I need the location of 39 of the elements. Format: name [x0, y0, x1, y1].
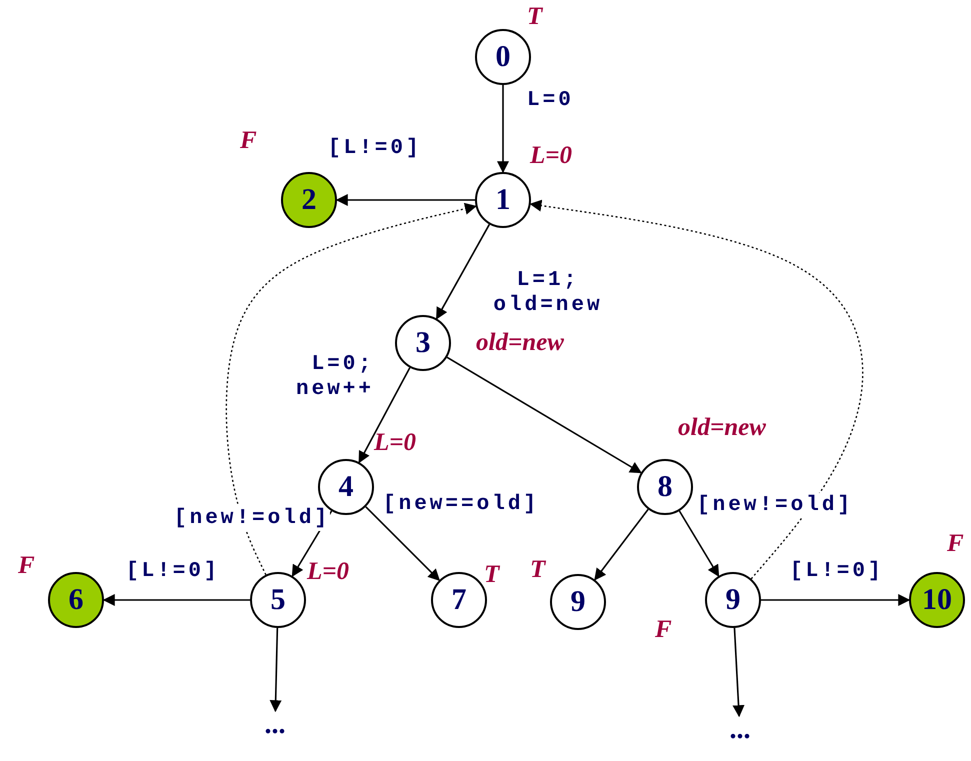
state-annotation: L=0	[530, 143, 572, 168]
state-circle: 2	[281, 172, 337, 228]
state-circle: 0	[475, 29, 531, 85]
state-circle: 9	[705, 572, 761, 628]
arrow	[270, 628, 282, 712]
state-annotation: L=0	[307, 559, 350, 584]
state-annotation: F	[947, 531, 964, 556]
state-circle: 3	[395, 315, 451, 371]
state-annotation: F	[240, 128, 257, 153]
state-circle: 1	[475, 172, 531, 228]
dotted-arrow	[226, 202, 477, 576]
arrow	[497, 85, 509, 174]
arrow	[436, 224, 490, 320]
state-annotation: F	[18, 553, 35, 578]
arrow	[446, 356, 642, 474]
state-annotation: F	[655, 617, 672, 642]
state-circle: 5	[250, 572, 306, 628]
state-annotation: old=new	[678, 415, 766, 440]
state-annotation: T	[530, 557, 546, 582]
arrow	[365, 506, 440, 582]
state-circle: 6	[48, 572, 104, 628]
state-circle: 9	[550, 574, 606, 630]
arrow	[594, 508, 649, 581]
arrow	[678, 510, 720, 578]
arrow	[336, 194, 475, 206]
state-annotation: T	[527, 4, 542, 29]
state-annotation: T	[484, 562, 500, 587]
state-annotation: L=0	[374, 430, 416, 455]
state-circle: 8	[637, 459, 693, 515]
dotted-arrow	[530, 200, 864, 580]
ellipsis-text: ...	[250, 711, 300, 745]
state-circle: 7	[431, 572, 487, 628]
arrow	[358, 367, 410, 464]
state-annotation: old=new	[476, 330, 564, 355]
state-circle: 10	[909, 572, 965, 628]
arrow	[102, 594, 250, 606]
arrow	[761, 594, 910, 606]
arrow	[732, 628, 745, 718]
ellipsis-text: ...	[715, 716, 765, 750]
